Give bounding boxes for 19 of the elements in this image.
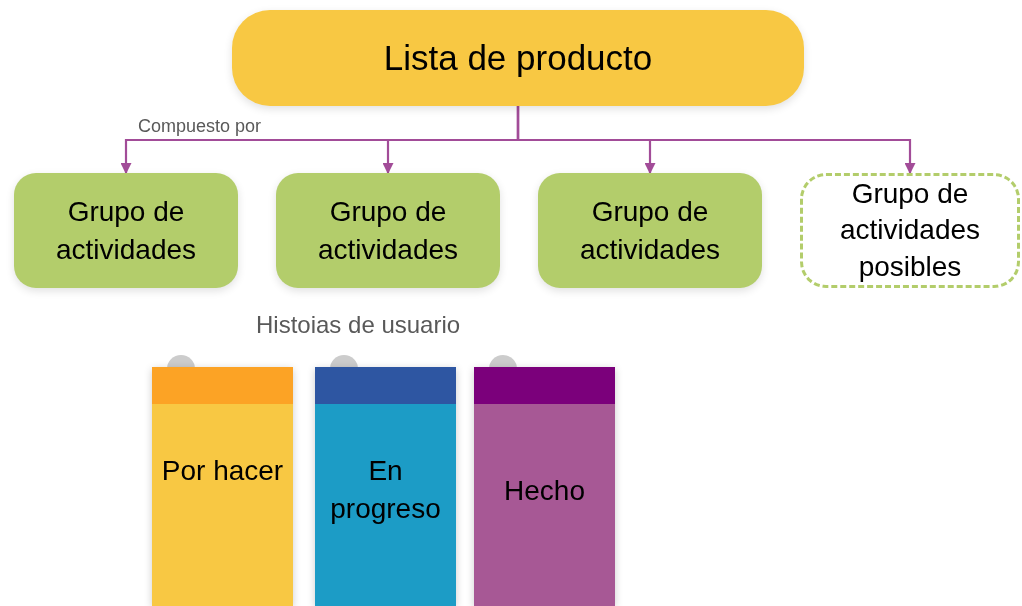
group-box: [276, 173, 500, 288]
node-label: Grupo de actividades: [578, 194, 722, 267]
title-box: [232, 10, 804, 106]
sticky-note: [474, 367, 615, 606]
annotation-label: Histoias de usuario: [256, 311, 461, 339]
group-box: [538, 173, 762, 288]
group-box: [14, 173, 238, 288]
dashed-group-box: [800, 173, 1020, 288]
annotation-label: Compuesto por: [138, 116, 262, 137]
node-label: Por hacer: [161, 454, 284, 488]
connector-arrow: [516, 106, 916, 175]
sticky-note: [152, 367, 293, 606]
node-label: Grupo de actividades posibles: [838, 176, 982, 284]
node-label: En progreso: [329, 454, 442, 526]
node-label: Hecho: [504, 474, 585, 508]
node-label: Lista de producto: [383, 37, 653, 80]
node-label: Grupo de actividades: [54, 194, 198, 267]
node-label: Grupo de actividades: [316, 194, 460, 267]
sticky-note: [315, 367, 456, 606]
